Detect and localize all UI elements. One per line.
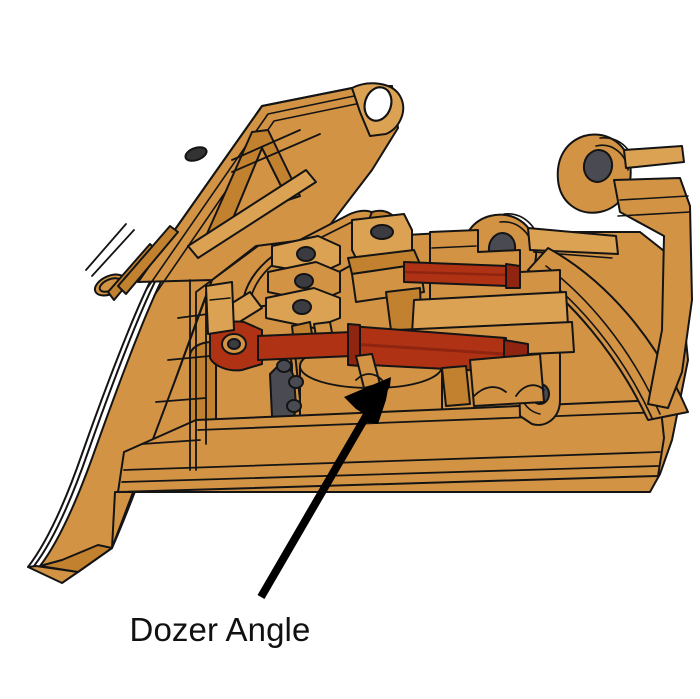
- clevis-pin-3: [292, 299, 312, 315]
- flange-bolt: [276, 359, 292, 373]
- push-frame-upper: [85, 82, 405, 301]
- bracket-pin: [370, 224, 394, 240]
- blade-panel-lines: [141, 279, 213, 471]
- dozer-angle-cylinder: [209, 320, 529, 373]
- flange-bolt: [286, 399, 302, 413]
- right-linkage: [461, 133, 693, 426]
- upper-angle-rod: [403, 261, 521, 289]
- foreground-ribs: [355, 353, 545, 407]
- upper-pivot-pin: [582, 149, 614, 183]
- clevis-pin-1: [296, 246, 316, 262]
- frame-hole-left: [184, 146, 208, 162]
- piston-rod: [257, 331, 353, 361]
- left-upright-bracket: [205, 281, 235, 335]
- clevis-pin-2: [294, 273, 314, 289]
- flange-bolt: [288, 375, 304, 389]
- rod-end-pin: [227, 338, 241, 350]
- flange-face: [269, 364, 297, 424]
- curved-link-arm: [527, 247, 689, 421]
- center-bracket-stack: [265, 213, 425, 401]
- callout-arrow: [257, 377, 391, 600]
